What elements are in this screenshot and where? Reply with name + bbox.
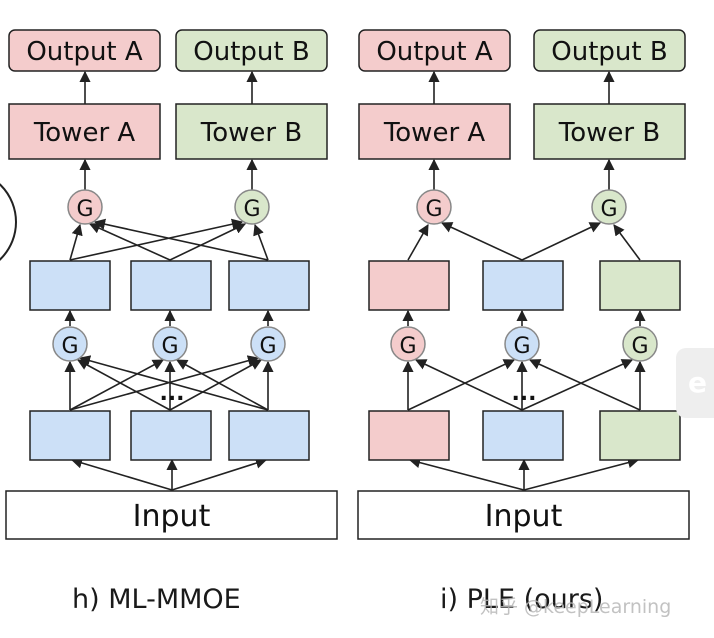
ple-mid-gate-shared-label: G bbox=[513, 334, 530, 359]
mmoe-gate-b-label: G bbox=[243, 197, 260, 222]
ple-input-box bbox=[357, 490, 690, 540]
ple-gate-b-label: G bbox=[600, 197, 617, 222]
ple-mid-gate-b-label: G bbox=[631, 334, 648, 359]
ple-mid-gate-a-label: G bbox=[399, 334, 416, 359]
ple-arrows bbox=[402, 70, 646, 491]
mmoe-gate-a-label: G bbox=[76, 197, 93, 222]
mmoe-lower-expert-3 bbox=[228, 410, 310, 461]
ple-mid-gate-shared bbox=[504, 326, 540, 362]
mmoe-gate-b bbox=[234, 189, 270, 225]
ple-output-b-label: Output B bbox=[551, 37, 667, 67]
ple-mid-gate-a bbox=[390, 326, 426, 362]
ple-tower-b-label: Tower B bbox=[558, 118, 660, 148]
mmoe-output-a-box bbox=[8, 29, 161, 72]
watermark: 知乎 @keepLearning bbox=[480, 596, 672, 618]
ple-output-a-label: Output A bbox=[376, 37, 493, 67]
mmoe-upper-expert-2 bbox=[130, 260, 212, 311]
mmoe-mid-gate-1 bbox=[52, 326, 88, 362]
mmoe-tower-b-box bbox=[175, 103, 328, 160]
mmoe-panel: Output A Output B Tower A Tower B G G G … bbox=[5, 29, 338, 540]
mmoe-mid-gate-3-label: G bbox=[259, 334, 276, 359]
ple-mid-gate-b bbox=[622, 326, 658, 362]
ple-input-label: Input bbox=[485, 499, 563, 534]
partial-circle-left bbox=[0, 183, 17, 261]
mmoe-lower-expert-1 bbox=[29, 410, 111, 461]
mmoe-gate-a bbox=[67, 189, 103, 225]
ple-tower-a-box bbox=[358, 103, 511, 160]
mmoe-ellipsis: ... bbox=[159, 381, 184, 406]
ple-lower-expert-a bbox=[368, 410, 450, 461]
ple-tower-a-label: Tower A bbox=[383, 118, 486, 148]
ple-upper-expert-a bbox=[368, 260, 450, 311]
mmoe-upper-expert-3 bbox=[228, 260, 310, 311]
mmoe-output-b-label: Output B bbox=[193, 37, 309, 67]
ple-ellipsis: ... bbox=[511, 381, 536, 406]
e-logo-icon: e bbox=[688, 366, 707, 399]
ple-upper-expert-shared bbox=[482, 260, 564, 311]
ple-caption: i) PLE (ours) bbox=[440, 584, 604, 615]
ple-gate-a bbox=[416, 189, 452, 225]
ple-gate-b bbox=[591, 189, 627, 225]
ple-output-b-box bbox=[533, 29, 686, 72]
mmoe-input-box bbox=[5, 490, 338, 540]
mmoe-upper-expert-1 bbox=[29, 260, 111, 311]
mmoe-mid-gate-2-label: G bbox=[161, 334, 178, 359]
mmoe-output-a-label: Output A bbox=[26, 37, 143, 67]
mmoe-mid-gate-1-label: G bbox=[61, 334, 78, 359]
ple-gate-a-label: G bbox=[425, 197, 442, 222]
mmoe-output-b-box bbox=[175, 29, 328, 72]
mmoe-mid-gate-3 bbox=[250, 326, 286, 362]
mmoe-arrows bbox=[64, 70, 274, 491]
edge-floating-button[interactable]: e bbox=[676, 348, 714, 418]
ple-output-a-box bbox=[358, 29, 511, 72]
mmoe-lower-expert-2 bbox=[130, 410, 212, 461]
mmoe-tower-b-label: Tower B bbox=[200, 118, 302, 148]
mmoe-mid-gate-2 bbox=[152, 326, 188, 362]
ple-upper-expert-b bbox=[599, 260, 681, 311]
mmoe-caption: h) ML-MMOE bbox=[72, 584, 241, 615]
ple-lower-expert-shared bbox=[482, 410, 564, 461]
ple-lower-expert-b bbox=[599, 410, 681, 461]
ple-tower-b-box bbox=[533, 103, 686, 160]
ple-panel: Output A Output B Tower A Tower B G G G … bbox=[357, 29, 690, 540]
mmoe-input-label: Input bbox=[133, 499, 211, 534]
mmoe-tower-a-label: Tower A bbox=[33, 118, 136, 148]
mmoe-tower-a-box bbox=[8, 103, 161, 160]
